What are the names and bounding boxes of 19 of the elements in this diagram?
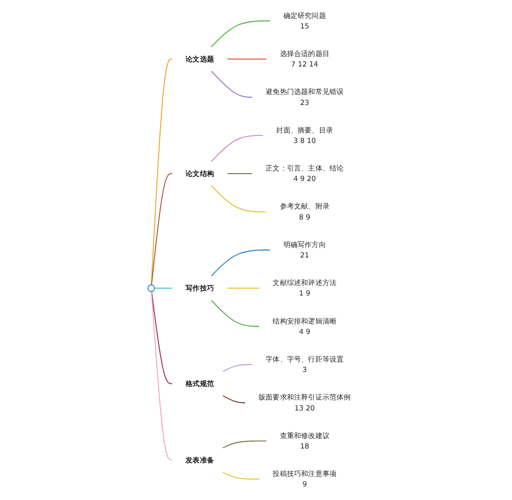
connector (222, 440, 267, 448)
connector (151, 173, 173, 286)
connector (210, 185, 267, 212)
connector (210, 20, 270, 48)
connector (210, 135, 264, 162)
connector (151, 291, 173, 384)
connector (222, 472, 260, 480)
connector (222, 364, 253, 372)
connector (210, 300, 260, 327)
connector (154, 288, 173, 289)
connector (222, 395, 246, 404)
node-circle (147, 284, 155, 292)
connector (150, 58, 173, 286)
connector (151, 291, 173, 460)
connector (210, 70, 253, 98)
connector (226, 288, 260, 289)
connector (226, 58, 267, 60)
connector (210, 250, 270, 277)
connector (226, 173, 253, 174)
